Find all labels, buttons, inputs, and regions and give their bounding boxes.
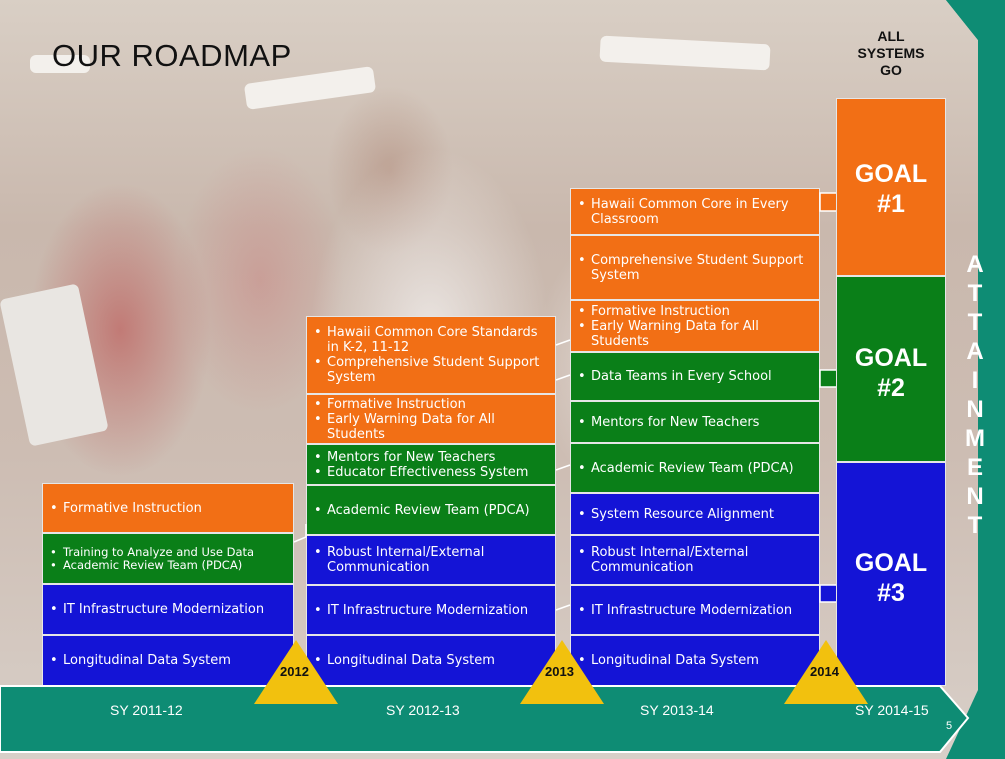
connector-arrow	[555, 374, 571, 381]
goal-3-block: GOAL #3	[836, 462, 946, 686]
item-text: Training to Analyze and Use Data	[50, 545, 287, 559]
roadmap-item: Robust Internal/External Communication	[570, 535, 820, 585]
milestone-triangle-2012	[254, 640, 338, 704]
item-text: Early Warning Data for All Students	[314, 412, 549, 442]
item-text: IT Infrastructure Modernization	[314, 603, 549, 618]
connector-arrow	[555, 339, 571, 346]
attainment-letter: N	[966, 483, 984, 510]
roadmap-item: Robust Internal/External Communication	[306, 535, 556, 585]
attainment-band	[946, 0, 1005, 759]
roadmap-item: System Resource Alignment	[570, 493, 820, 535]
roadmap-item: Hawaii Common Core Standards in K-2, 11-…	[306, 316, 556, 394]
year-label-2012-13: SY 2012-13	[386, 702, 460, 718]
connector-arrow	[293, 524, 307, 543]
goal-1-block: GOAL #1	[836, 98, 946, 276]
year-label-2014-15: SY 2014-15	[855, 702, 929, 718]
item-text: IT Infrastructure Modernization	[578, 603, 813, 618]
roadmap-item: Academic Review Team (PDCA)	[306, 485, 556, 535]
item-text: Hawaii Common Core in Every Classroom	[578, 197, 813, 227]
roadmap-item: Training to Analyze and Use Data Academi…	[42, 533, 294, 584]
item-text: System Resource Alignment	[578, 507, 813, 522]
item-text: Mentors for New Teachers	[314, 450, 549, 465]
attainment-letter: T	[967, 309, 983, 336]
milestone-label-2014: 2014	[810, 664, 839, 679]
item-text: Academic Review Team (PDCA)	[578, 461, 813, 476]
item-text: Comprehensive Student Support System	[314, 355, 549, 385]
year-label-2011-12: SY 2011-12	[110, 702, 183, 718]
heading-line: ALL	[877, 28, 905, 44]
goal-label: GOAL	[854, 344, 928, 372]
heading-line: GO	[880, 62, 902, 78]
item-text: Longitudinal Data System	[578, 653, 813, 668]
goal-2-block: GOAL #2	[836, 276, 946, 462]
attainment-letter: A	[966, 338, 984, 365]
item-text: IT Infrastructure Modernization	[50, 602, 287, 617]
roadmap-item: Formative Instruction Early Warning Data…	[570, 300, 820, 352]
roadmap-item: IT Infrastructure Modernization	[42, 584, 294, 635]
roadmap-item: Data Teams in Every School	[570, 352, 820, 401]
item-text: Formative Instruction	[314, 397, 549, 412]
milestone-triangle-2013	[520, 640, 604, 704]
milestone-label-2012: 2012	[280, 664, 309, 679]
roadmap-item: Formative Instruction Early Warning Data…	[306, 394, 556, 444]
item-text: Mentors for New Teachers	[578, 415, 813, 430]
roadmap-item: Mentors for New Teachers	[570, 401, 820, 443]
goal-number: #2	[877, 374, 905, 402]
goal-label: GOAL	[854, 160, 928, 188]
page-title: OUR ROADMAP	[52, 38, 292, 73]
goal-label: GOAL	[854, 549, 928, 577]
item-text: Hawaii Common Core Standards in K-2, 11-…	[314, 325, 549, 355]
heading-line: SYSTEMS	[857, 45, 925, 61]
item-text: Academic Review Team (PDCA)	[50, 558, 287, 572]
attainment-letter: T	[967, 512, 983, 539]
goal-number: #3	[877, 579, 905, 607]
milestone-label-2013: 2013	[545, 664, 574, 679]
roadmap-item: Longitudinal Data System	[570, 635, 820, 686]
item-text: Longitudinal Data System	[314, 653, 549, 668]
roadmap-item: Academic Review Team (PDCA)	[570, 443, 820, 493]
item-text: Robust Internal/External Communication	[578, 545, 813, 575]
roadmap-item: Formative Instruction	[42, 483, 294, 533]
attainment-letter: E	[966, 454, 983, 481]
roadmap-item: Mentors for New Teachers Educator Effect…	[306, 444, 556, 485]
roadmap-item: IT Infrastructure Modernization	[306, 585, 556, 635]
attainment-letter: N	[966, 396, 984, 423]
item-text: Academic Review Team (PDCA)	[314, 503, 549, 518]
roadmap-item: Hawaii Common Core in Every Classroom	[570, 188, 820, 235]
item-text: Formative Instruction	[50, 501, 287, 516]
item-text: Educator Effectiveness System	[314, 465, 549, 480]
item-text: Longitudinal Data System	[50, 653, 287, 668]
roadmap-item: IT Infrastructure Modernization	[570, 585, 820, 635]
attainment-band-chevron	[946, 0, 1005, 40]
item-text: Robust Internal/External Communication	[314, 545, 549, 575]
connector-arrow	[555, 604, 571, 611]
slide-number: 5	[946, 720, 953, 732]
year-label-2013-14: SY 2013-14	[640, 702, 714, 718]
attainment-letter: A	[966, 251, 984, 278]
attainment-letter: T	[967, 280, 983, 307]
goal-number: #1	[877, 190, 905, 218]
item-text: Formative Instruction	[578, 304, 813, 319]
roadmap-item: Comprehensive Student Support System	[570, 235, 820, 300]
roadmap-item: Longitudinal Data System	[42, 635, 294, 686]
connector-arrow	[555, 464, 571, 471]
graduation-cap-shape	[30, 55, 90, 73]
attainment-letter: I	[971, 367, 979, 394]
item-text: Data Teams in Every School	[578, 369, 813, 384]
all-systems-go-heading: ALL SYSTEMS GO	[838, 28, 944, 79]
milestone-triangle-2014	[784, 640, 868, 704]
item-text: Comprehensive Student Support System	[578, 253, 813, 283]
roadmap-item: Longitudinal Data System	[306, 635, 556, 686]
timeline-arrow	[0, 685, 970, 753]
attainment-letter: M	[965, 425, 985, 452]
item-text: Early Warning Data for All Students	[578, 319, 813, 349]
